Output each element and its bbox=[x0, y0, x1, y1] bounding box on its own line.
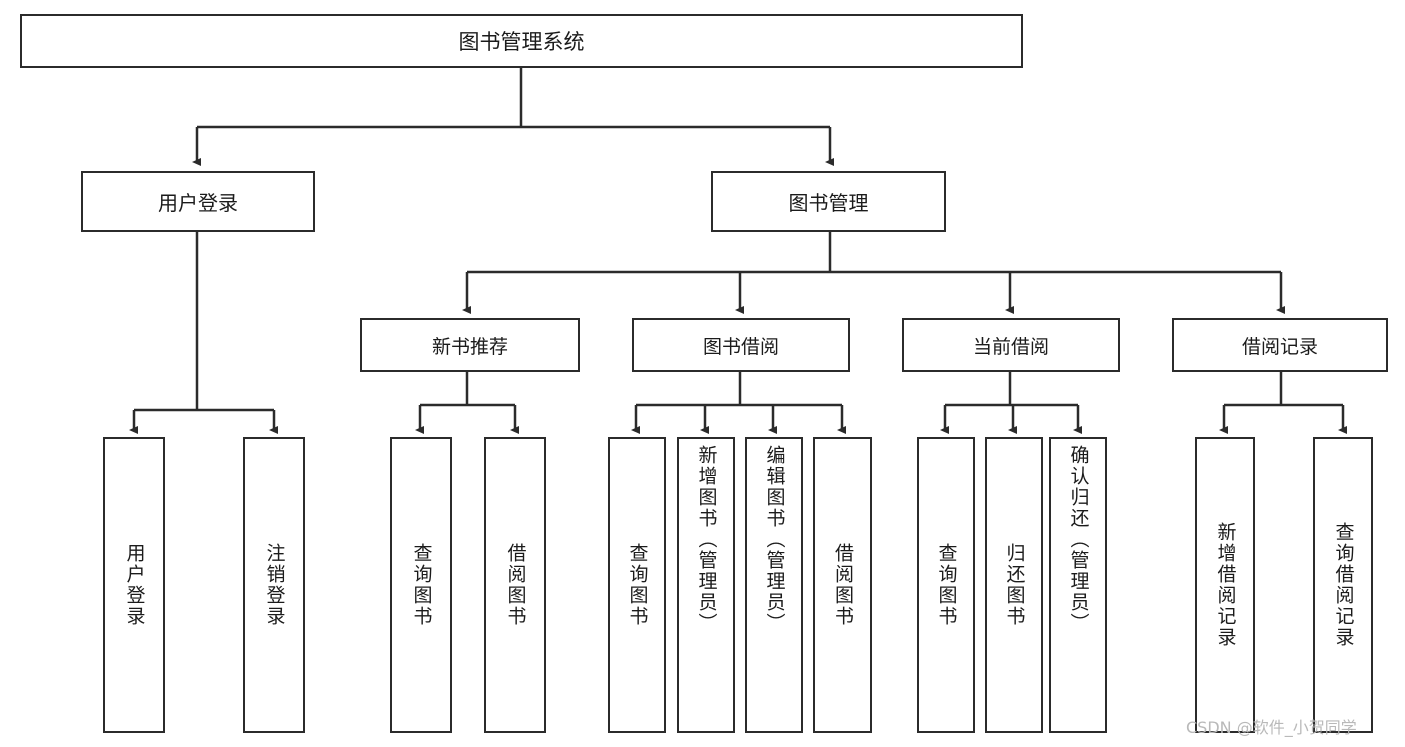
watermark: CSDN @软件_小贺同学 bbox=[1186, 718, 1357, 737]
node-current-borrow[interactable]: 当前借阅 bbox=[902, 318, 1120, 372]
node-user-login[interactable]: 用户登录 bbox=[81, 171, 315, 232]
node-book-management[interactable]: 图书管理 bbox=[711, 171, 946, 232]
leaf-user-login[interactable]: 用户登录 bbox=[103, 437, 165, 733]
leaf-logout[interactable]: 注销登录 bbox=[243, 437, 305, 733]
node-borrow-record-label: 借阅记录 bbox=[1241, 336, 1318, 358]
leaf-recommend-borrow-book[interactable]: 借阅图书 bbox=[484, 437, 546, 733]
node-borrow-record[interactable]: 借阅记录 bbox=[1172, 318, 1388, 372]
node-root[interactable]: 图书管理系统 bbox=[20, 14, 1023, 68]
node-current-borrow-label: 当前借阅 bbox=[972, 336, 1049, 358]
leaf-recommend-query-book[interactable]: 查询图书 bbox=[390, 437, 452, 733]
leaf-current-return-book[interactable]: 归还图书 bbox=[985, 437, 1043, 733]
leaf-borrow-edit-book-label: 编辑图书（管理员） bbox=[763, 445, 785, 634]
leaf-borrow-edit-book[interactable]: 编辑图书（管理员） bbox=[745, 437, 803, 733]
leaf-record-query-record[interactable]: 查询借阅记录 bbox=[1313, 437, 1373, 733]
leaf-record-query-record-label: 查询借阅记录 bbox=[1332, 522, 1354, 648]
node-new-book-recommend-label: 新书推荐 bbox=[431, 336, 508, 358]
leaf-record-add-record-label: 新增借阅记录 bbox=[1214, 522, 1236, 648]
leaf-current-return-book-label: 归还图书 bbox=[1003, 543, 1025, 627]
leaf-borrow-add-book-label: 新增图书（管理员） bbox=[695, 445, 717, 634]
leaf-current-query-book-label: 查询图书 bbox=[935, 543, 957, 627]
node-book-management-label: 图书管理 bbox=[788, 193, 869, 215]
leaf-borrow-borrow-book[interactable]: 借阅图书 bbox=[813, 437, 872, 733]
leaf-current-confirm-return[interactable]: 确认归还（管理员） bbox=[1049, 437, 1107, 733]
leaf-borrow-add-book[interactable]: 新增图书（管理员） bbox=[677, 437, 735, 733]
leaf-current-query-book[interactable]: 查询图书 bbox=[917, 437, 975, 733]
node-user-login-label: 用户登录 bbox=[158, 193, 238, 215]
leaf-user-login-label: 用户登录 bbox=[123, 543, 145, 627]
node-root-label: 图书管理系统 bbox=[458, 31, 585, 54]
leaf-recommend-query-book-label: 查询图书 bbox=[410, 543, 432, 627]
leaf-record-add-record[interactable]: 新增借阅记录 bbox=[1195, 437, 1255, 733]
leaf-borrow-query-book-label: 查询图书 bbox=[626, 543, 648, 627]
leaf-recommend-borrow-book-label: 借阅图书 bbox=[504, 543, 526, 627]
node-book-borrow[interactable]: 图书借阅 bbox=[632, 318, 850, 372]
node-book-borrow-label: 图书借阅 bbox=[702, 336, 779, 358]
leaf-current-confirm-return-label: 确认归还（管理员） bbox=[1067, 445, 1089, 634]
node-new-book-recommend[interactable]: 新书推荐 bbox=[360, 318, 580, 372]
leaf-logout-label: 注销登录 bbox=[263, 543, 285, 627]
leaf-borrow-borrow-book-label: 借阅图书 bbox=[832, 543, 853, 627]
leaf-borrow-query-book[interactable]: 查询图书 bbox=[608, 437, 666, 733]
